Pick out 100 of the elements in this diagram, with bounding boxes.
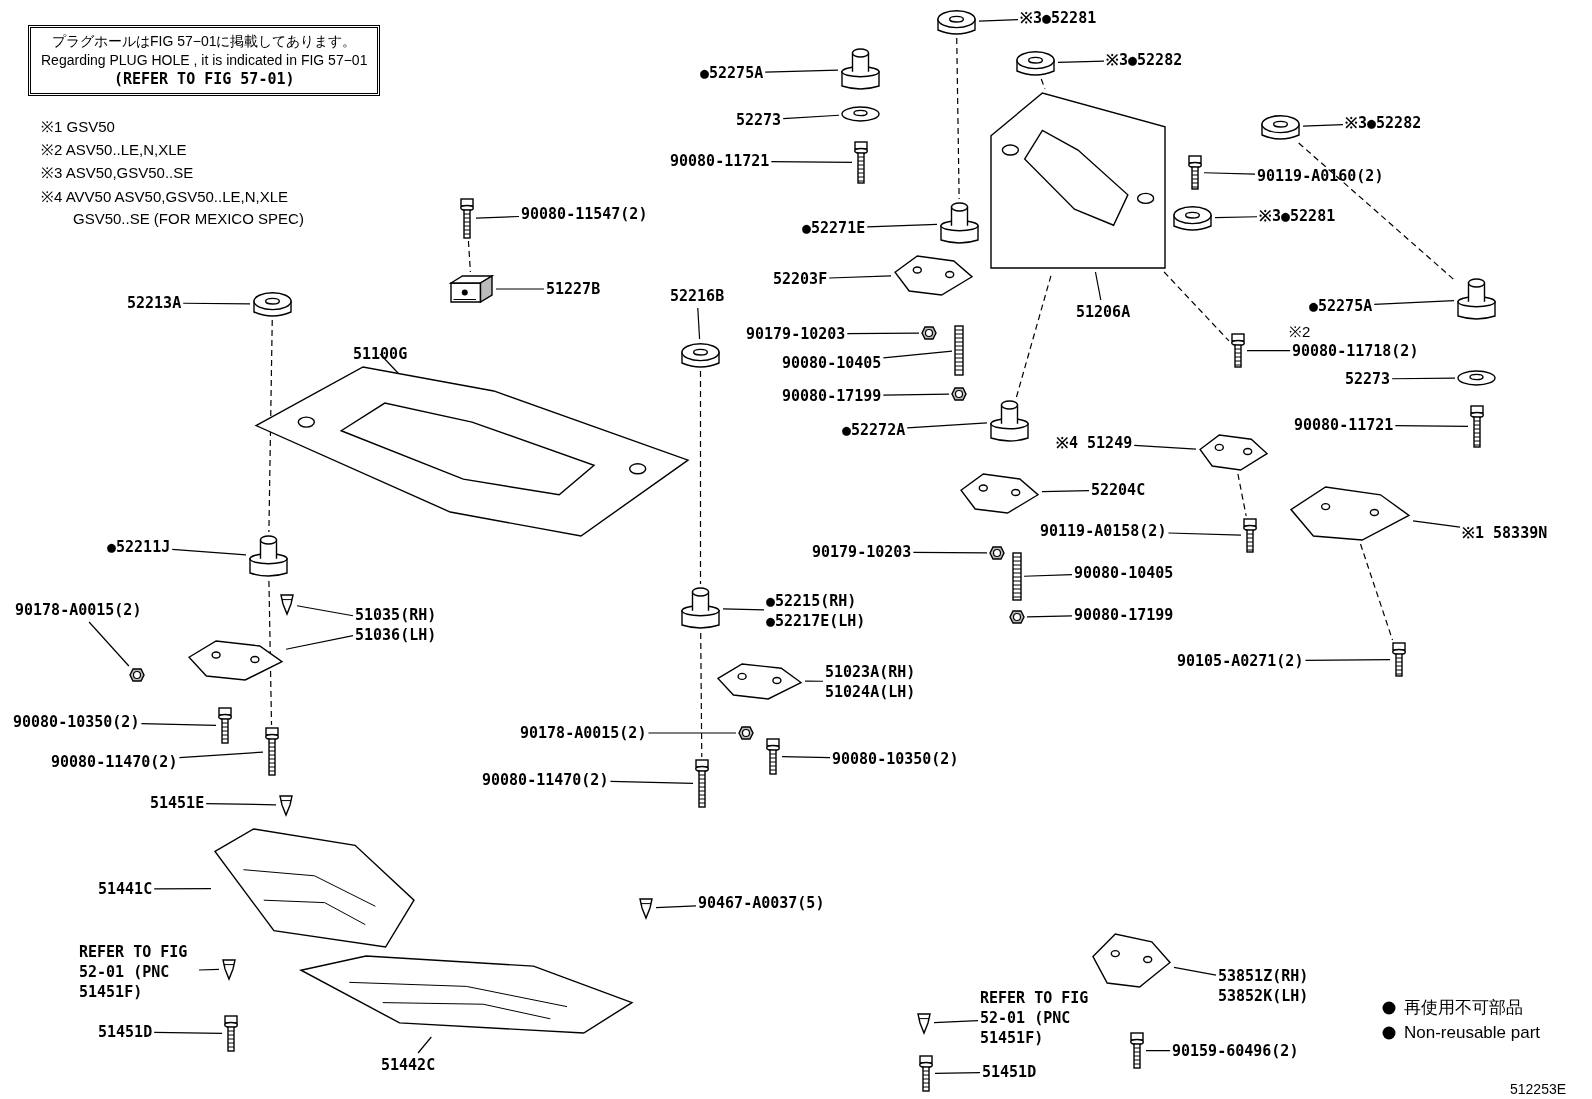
leader-line (205, 802, 277, 806)
leader-line (782, 114, 840, 120)
bracket-drawing (893, 252, 974, 297)
mount-icon (248, 534, 289, 579)
part-number: 90467-A0037(5) (698, 893, 825, 913)
clip-icon (279, 593, 295, 615)
bracket-drawing (1091, 930, 1172, 989)
leader-line (1394, 424, 1469, 427)
leader-line (647, 732, 737, 734)
bracket-drawing (187, 637, 284, 682)
leader-line (1026, 615, 1073, 618)
bolt-icon (1231, 333, 1245, 368)
leader-line (1391, 377, 1456, 380)
bracket-drawing (959, 470, 1040, 515)
part-number: 51100G (353, 344, 408, 364)
clip-icon (221, 958, 237, 980)
leader-line (1302, 123, 1344, 127)
part-number: 52203F (773, 269, 828, 289)
part-number: 51035(RH) 51036(LH) (355, 605, 455, 645)
part-number: 51451E (150, 793, 205, 813)
part-number: 90080-10350(2) (13, 712, 140, 732)
bolt-icon (224, 1015, 238, 1052)
subframe-drawing (989, 91, 1167, 270)
nut-icon (951, 387, 967, 401)
part-number: 90178-A0015(2) (520, 723, 647, 743)
nut-icon (989, 546, 1005, 560)
part-number: 52204C (1091, 480, 1146, 500)
part-number: 90119-A0158(2) (1040, 521, 1167, 541)
leader-line (140, 722, 217, 726)
bolt-icon (766, 738, 780, 775)
leader-line (781, 756, 831, 759)
part-number: ※1 58339N (1462, 523, 1548, 543)
bolt-icon (1130, 1032, 1144, 1069)
leader-line (978, 18, 1019, 22)
leader-line (609, 780, 694, 784)
leader-line (1145, 1049, 1171, 1052)
note-text: (REFER TO FIG 57-01) (112, 70, 296, 89)
leader-line (882, 393, 950, 396)
note-text: ※2 ASV50..LE,N,XLE (41, 140, 187, 160)
leader-line (285, 635, 354, 650)
note-box (28, 25, 381, 96)
assembly-line (956, 37, 960, 200)
bolt-icon (265, 727, 279, 776)
assembly-line (1298, 142, 1455, 281)
part-number: 90179-10203 (746, 324, 846, 344)
leader-line (417, 1036, 432, 1054)
assembly-line (1359, 543, 1394, 641)
part-number: 90080-11721 (1294, 415, 1394, 435)
leader-line (171, 548, 247, 556)
bushing-icon (936, 8, 977, 36)
bolt-icon (695, 759, 709, 808)
subframe-drawing (254, 365, 690, 538)
bushing-icon (680, 341, 721, 369)
note-text: ※3 ASV50,GSV50..SE (41, 163, 194, 183)
leader-line (882, 350, 953, 359)
part-number: ●52275A (700, 63, 764, 83)
mount-icon (939, 201, 980, 246)
bolt-icon (1243, 518, 1257, 553)
assembly-line (699, 370, 702, 585)
part-number: 51451D (98, 1022, 153, 1042)
nut-icon (129, 668, 145, 682)
leader-line (1041, 490, 1090, 493)
assembly-line (1040, 78, 1046, 90)
washer-icon (841, 106, 880, 122)
part-number: ※3●52281 (1020, 8, 1097, 28)
assembly-line (1163, 271, 1230, 342)
part-number: 52273 (736, 110, 782, 130)
bushing-icon (1015, 49, 1056, 77)
leader-line (495, 288, 545, 290)
part-number: 53851Z(RH) 53852K(LH) (1218, 966, 1333, 1006)
leader-line (934, 1071, 981, 1074)
leader-line (846, 332, 920, 335)
part-number: 90080-11718(2) (1292, 341, 1419, 361)
leader-line (1373, 299, 1455, 305)
leader-line (828, 275, 892, 279)
leader-line (296, 605, 354, 617)
part-number: 90105-A0271(2) (1177, 651, 1304, 671)
part-number: 90080-10405 (782, 353, 882, 373)
part-number: ●52271E (802, 218, 866, 238)
leader-line (1133, 444, 1197, 450)
nut-icon (738, 726, 754, 740)
bolt-icon (854, 141, 868, 184)
note-text: Regarding PLUG HOLE , it is indicated in FIG 57−01 (41, 51, 368, 70)
bracket-drawing (1289, 483, 1411, 542)
leader-line (1304, 659, 1391, 661)
part-number: 51442C (381, 1055, 436, 1075)
part-number: ●52275A (1309, 296, 1373, 316)
part-number: ※4 51249 (1056, 433, 1133, 453)
part-number: 90080-11721 (670, 151, 770, 171)
leader-line (475, 215, 520, 219)
mount-icon (680, 586, 721, 631)
leader-line (178, 751, 264, 759)
leader-line (655, 905, 697, 909)
clip-icon (916, 1012, 932, 1034)
nut-icon (921, 326, 937, 340)
leader-line (722, 608, 765, 611)
bolt-icon (1188, 155, 1202, 190)
part-number: ●52272A (842, 420, 906, 440)
leader-line (1214, 216, 1258, 219)
block-icon (449, 274, 494, 304)
